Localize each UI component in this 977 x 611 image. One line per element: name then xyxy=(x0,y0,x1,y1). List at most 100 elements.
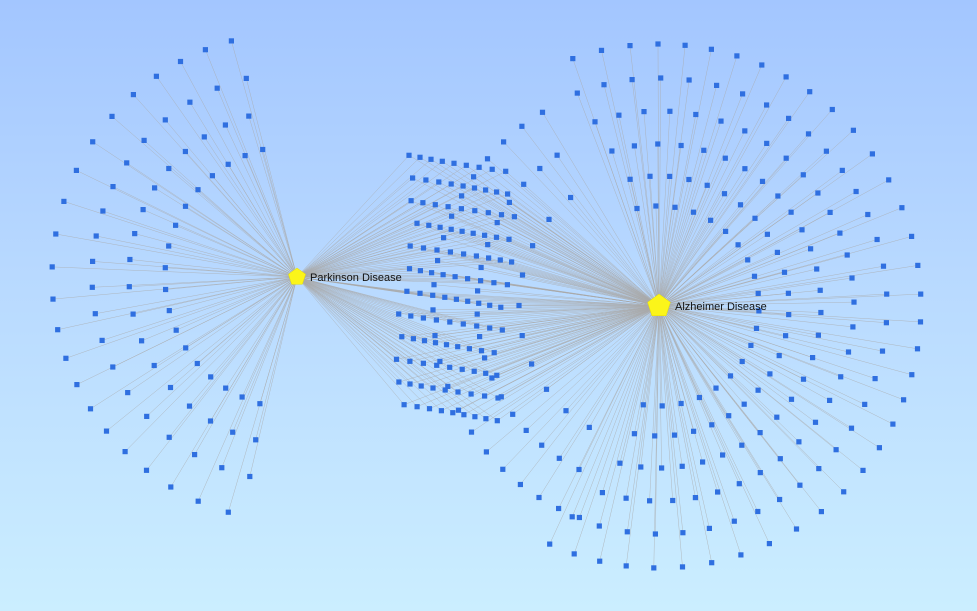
gene-node[interactable] xyxy=(407,358,413,364)
gene-node[interactable] xyxy=(797,482,803,488)
gene-node[interactable] xyxy=(839,167,845,173)
gene-node[interactable] xyxy=(130,92,136,98)
gene-node[interactable] xyxy=(483,416,489,422)
gene-node[interactable] xyxy=(436,179,442,185)
gene-node[interactable] xyxy=(430,292,436,298)
gene-node[interactable] xyxy=(850,127,856,133)
gene-node[interactable] xyxy=(90,139,96,145)
gene-node[interactable] xyxy=(599,490,605,496)
gene-node[interactable] xyxy=(447,249,453,255)
gene-node[interactable] xyxy=(477,334,483,340)
gene-node[interactable] xyxy=(194,360,200,367)
gene-node[interactable] xyxy=(225,161,231,167)
gene-node[interactable] xyxy=(99,337,105,343)
gene-node[interactable] xyxy=(423,177,429,183)
gene-node[interactable] xyxy=(143,467,150,473)
gene-node[interactable] xyxy=(489,375,495,381)
gene-node[interactable] xyxy=(796,439,802,445)
gene-node[interactable] xyxy=(827,209,833,215)
gene-node[interactable] xyxy=(458,206,464,212)
gene-node[interactable] xyxy=(655,41,661,47)
gene-node[interactable] xyxy=(812,419,819,425)
gene-node[interactable] xyxy=(678,142,684,149)
gene-node[interactable] xyxy=(443,342,450,348)
gene-node[interactable] xyxy=(124,160,130,166)
gene-node[interactable] xyxy=(680,530,686,536)
gene-node[interactable] xyxy=(764,231,770,237)
gene-node[interactable] xyxy=(487,325,493,331)
gene-node[interactable] xyxy=(177,58,184,65)
gene-node[interactable] xyxy=(207,418,214,424)
gene-node[interactable] xyxy=(715,489,721,495)
gene-node[interactable] xyxy=(430,307,436,313)
gene-node[interactable] xyxy=(736,481,742,487)
gene-node[interactable] xyxy=(195,187,201,193)
gene-node[interactable] xyxy=(404,288,410,294)
gene-node[interactable] xyxy=(652,531,658,537)
gene-node[interactable] xyxy=(448,226,454,232)
gene-node[interactable] xyxy=(519,333,525,339)
gene-node[interactable] xyxy=(838,374,844,380)
gene-node[interactable] xyxy=(260,146,266,153)
gene-node[interactable] xyxy=(478,264,484,271)
gene-node[interactable] xyxy=(431,282,437,288)
gene-node[interactable] xyxy=(482,393,488,399)
gene-node[interactable] xyxy=(476,164,482,170)
gene-node[interactable] xyxy=(755,387,761,393)
gene-node[interactable] xyxy=(755,290,761,296)
gene-node[interactable] xyxy=(641,109,647,115)
gene-node[interactable] xyxy=(543,386,550,392)
gene-node[interactable] xyxy=(126,284,132,290)
gene-node[interactable] xyxy=(50,296,56,302)
gene-node[interactable] xyxy=(756,308,762,314)
gene-node[interactable] xyxy=(195,498,201,504)
gene-node[interactable] xyxy=(631,431,637,437)
gene-node[interactable] xyxy=(899,205,905,211)
gene-node[interactable] xyxy=(727,373,734,379)
gene-node[interactable] xyxy=(420,360,426,366)
gene-node[interactable] xyxy=(757,470,763,476)
gene-node[interactable] xyxy=(434,247,440,253)
gene-node[interactable] xyxy=(63,355,69,361)
gene-node[interactable] xyxy=(140,207,146,213)
gene-node[interactable] xyxy=(482,355,488,361)
gene-node[interactable] xyxy=(815,332,821,338)
gene-node[interactable] xyxy=(455,389,461,395)
gene-node[interactable] xyxy=(586,424,592,430)
gene-node[interactable] xyxy=(742,128,748,134)
gene-node[interactable] xyxy=(491,350,497,356)
gene-node[interactable] xyxy=(576,514,582,521)
gene-node[interactable] xyxy=(483,449,489,455)
gene-node[interactable] xyxy=(465,298,471,304)
gene-node[interactable] xyxy=(521,181,527,187)
gene-node[interactable] xyxy=(547,541,553,547)
gene-node[interactable] xyxy=(468,391,474,397)
gene-node[interactable] xyxy=(440,272,446,278)
gene-node[interactable] xyxy=(152,185,158,191)
gene-node[interactable] xyxy=(837,230,843,236)
gene-node[interactable] xyxy=(426,406,433,412)
gene-node[interactable] xyxy=(810,355,816,361)
gene-node[interactable] xyxy=(909,233,915,239)
gene-node[interactable] xyxy=(127,256,133,263)
gene-node[interactable] xyxy=(257,401,263,407)
gene-node[interactable] xyxy=(686,176,692,183)
gene-node[interactable] xyxy=(629,77,635,83)
gene-node[interactable] xyxy=(539,442,545,448)
gene-node[interactable] xyxy=(909,372,915,378)
gene-node[interactable] xyxy=(872,376,878,382)
gene-node[interactable] xyxy=(414,220,420,226)
gene-node[interactable] xyxy=(793,526,800,532)
gene-node[interactable] xyxy=(472,414,478,420)
gene-node[interactable] xyxy=(785,290,791,296)
gene-node[interactable] xyxy=(851,299,857,305)
gene-node[interactable] xyxy=(504,282,510,288)
gene-node[interactable] xyxy=(483,370,489,376)
gene-node[interactable] xyxy=(833,447,839,453)
gene-node[interactable] xyxy=(87,406,94,412)
gene-node[interactable] xyxy=(186,403,193,409)
gene-node[interactable] xyxy=(452,274,458,280)
gene-node[interactable] xyxy=(696,394,702,401)
gene-node[interactable] xyxy=(609,148,615,154)
gene-node[interactable] xyxy=(808,246,814,252)
